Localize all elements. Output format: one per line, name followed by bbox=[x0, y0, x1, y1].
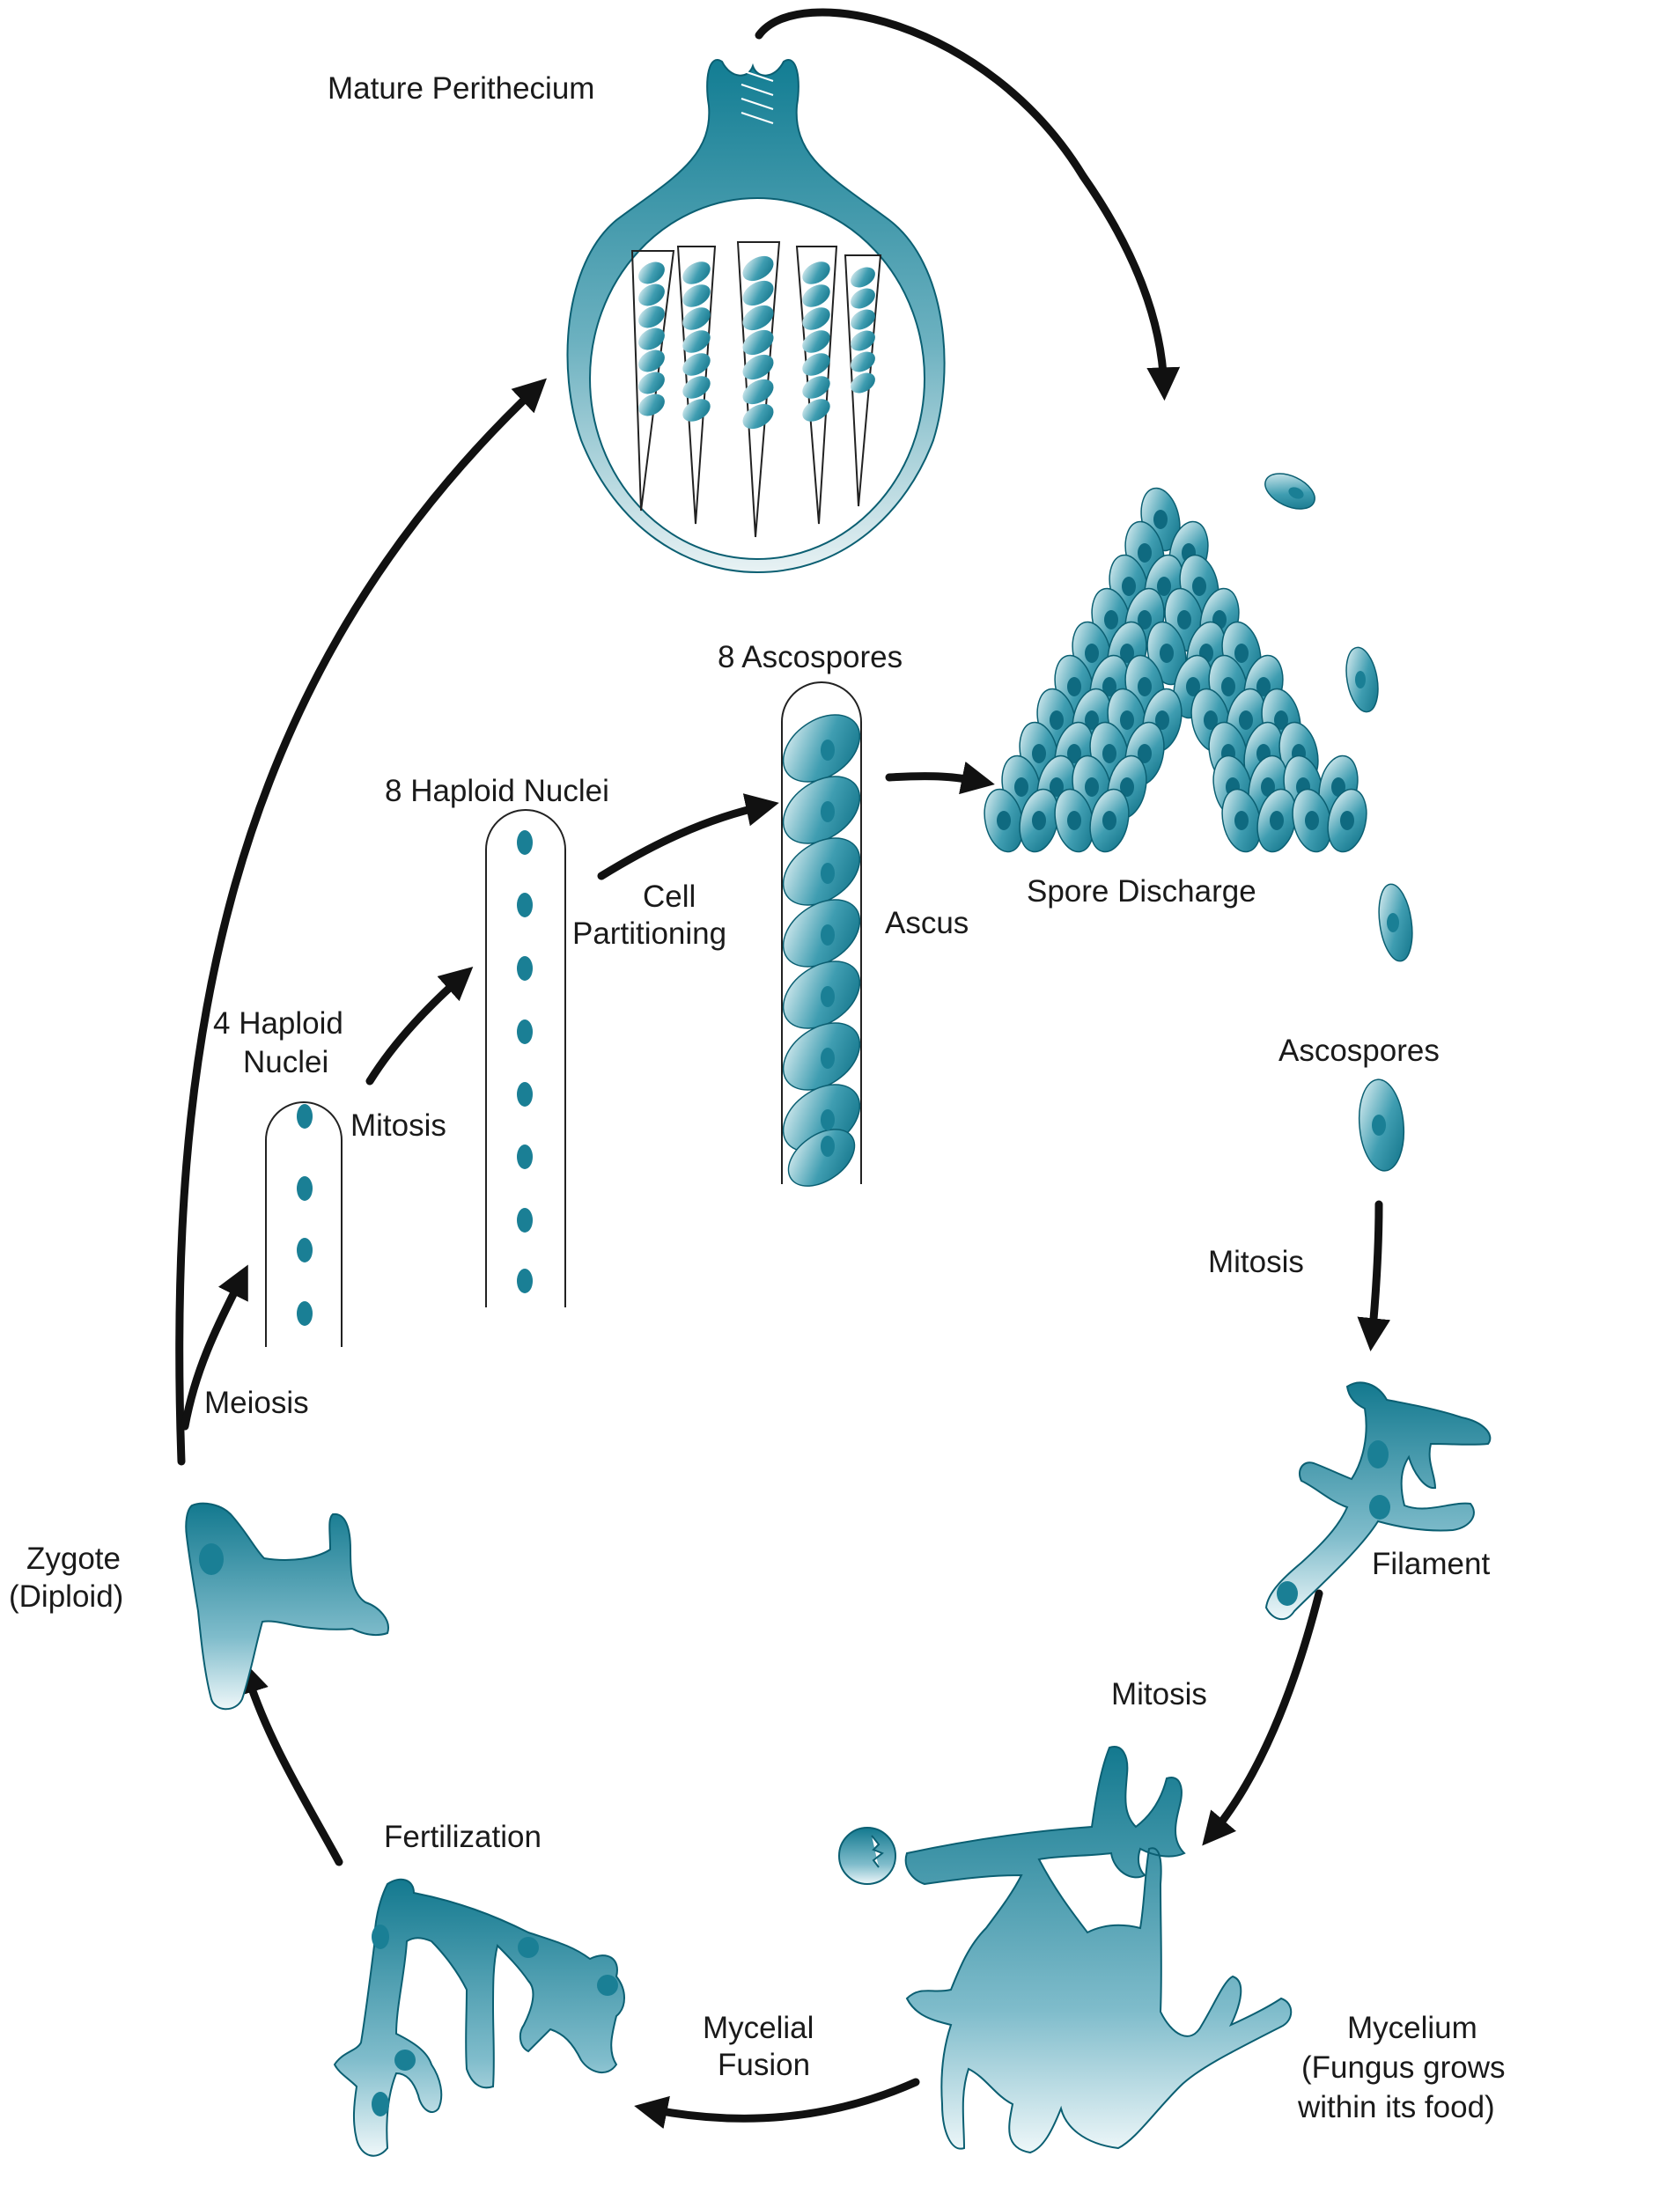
label-nuclei: Nuclei bbox=[243, 1045, 328, 1079]
label-8-ascospores: 8 Ascospores bbox=[718, 640, 903, 674]
arrow-spore-to-filament bbox=[1357, 1200, 1391, 1352]
cycle-arrows bbox=[175, 8, 1391, 2129]
discharged-spore bbox=[1327, 788, 1367, 853]
label-cell: Cell bbox=[643, 880, 696, 914]
zygote bbox=[185, 1502, 389, 1711]
label-mitosis-filament: Mitosis bbox=[1111, 1677, 1207, 1711]
arrow-fertilization bbox=[236, 1660, 343, 1866]
discharged-spore bbox=[1054, 788, 1094, 853]
label-within-food: within its food) bbox=[1297, 2090, 1495, 2124]
label-ascospores: Ascospores bbox=[1278, 1034, 1440, 1068]
label-filament: Filament bbox=[1372, 1547, 1490, 1581]
label-mycelium: Mycelium bbox=[1347, 2011, 1477, 2045]
mycelium bbox=[838, 1746, 1293, 2154]
label-diploid: (Diploid) bbox=[9, 1579, 123, 1614]
label-fertilization: Fertilization bbox=[384, 1820, 542, 1854]
arrow-cell-partitioning bbox=[597, 793, 779, 880]
label-4-haploid: 4 Haploid bbox=[213, 1006, 343, 1041]
perithecium-ascus-spores bbox=[638, 255, 875, 430]
discharged-spore bbox=[984, 788, 1024, 853]
discharged-spore bbox=[1256, 788, 1297, 853]
labels: Mature Perithecium 8 Ascospores 8 Haploi… bbox=[9, 71, 1505, 2124]
perithecium-ostiole bbox=[741, 70, 774, 124]
free-ascospores bbox=[1264, 473, 1413, 1172]
discharged-spore bbox=[1019, 788, 1059, 853]
arrow-zygote-to-perithecium bbox=[175, 378, 547, 1466]
arrow-ascospores-to-discharge bbox=[885, 762, 995, 795]
filament bbox=[1264, 1381, 1492, 1621]
free-spore bbox=[1345, 646, 1379, 713]
arrow-mycelial-fusion bbox=[634, 2078, 920, 2129]
ascus-8-haploid-nuclei bbox=[485, 809, 566, 1307]
arrow-filament-to-mycelium bbox=[1202, 1589, 1323, 1846]
discharged-spore bbox=[1089, 788, 1130, 853]
label-fungus-grows: (Fungus grows bbox=[1301, 2050, 1505, 2085]
label-spore-discharge: Spore Discharge bbox=[1027, 874, 1256, 909]
label-meiosis: Meiosis bbox=[204, 1386, 309, 1420]
ascus-4-haploid-nuclei bbox=[265, 1101, 343, 1347]
label-fusion: Fusion bbox=[718, 2048, 810, 2082]
label-8-haploid-nuclei: 8 Haploid Nuclei bbox=[385, 774, 609, 808]
arrow-mitosis-to-8-nuclei bbox=[365, 966, 474, 1086]
spore-discharge-cluster bbox=[984, 487, 1367, 853]
free-spore bbox=[1358, 1078, 1405, 1172]
free-spore bbox=[1264, 473, 1315, 510]
free-spore bbox=[1378, 883, 1413, 962]
ascus-spores bbox=[782, 714, 861, 1187]
mycelial-fusion-hyphae bbox=[333, 1878, 625, 2157]
label-mature-perithecium: Mature Perithecium bbox=[328, 71, 594, 106]
label-ascus: Ascus bbox=[885, 906, 969, 940]
label-zygote: Zygote bbox=[26, 1542, 121, 1576]
label-mycelial: Mycelial bbox=[703, 2011, 814, 2045]
arrow-perithecium-to-discharge bbox=[755, 8, 1181, 401]
mature-perithecium bbox=[566, 59, 946, 574]
label-mitosis-spore: Mitosis bbox=[1208, 1245, 1304, 1279]
mycelium-spore-burst bbox=[838, 1827, 896, 1885]
ascus-8-ascospores bbox=[781, 681, 862, 1187]
arrow-meiosis bbox=[181, 1264, 248, 1431]
label-mitosis-ascus: Mitosis bbox=[350, 1108, 446, 1143]
label-partitioning: Partitioning bbox=[572, 916, 726, 951]
